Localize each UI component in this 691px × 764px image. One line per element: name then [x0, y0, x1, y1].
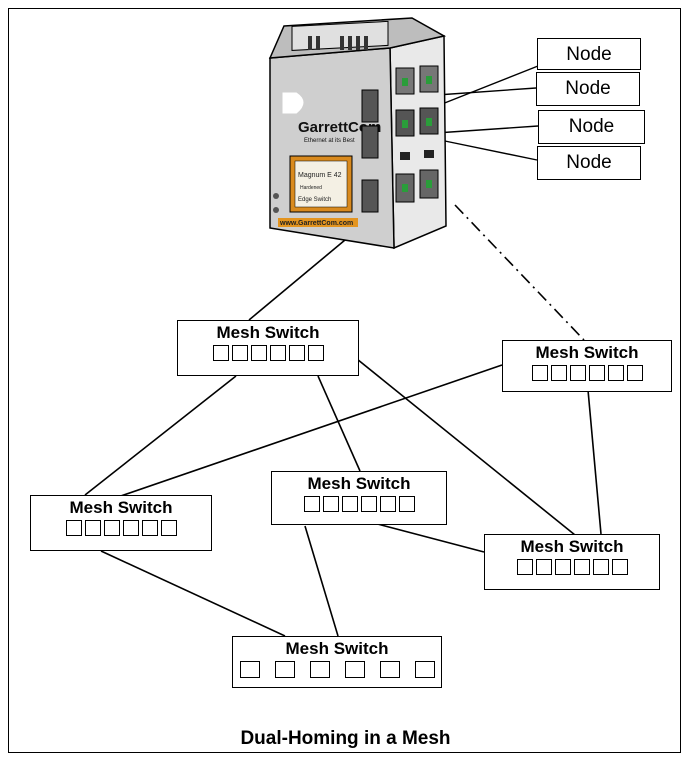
mesh-switch-label: Mesh Switch — [216, 323, 320, 342]
port — [535, 559, 552, 575]
link-m1-m5 — [351, 354, 576, 536]
port — [414, 661, 435, 678]
link-device-to-mesh-1 — [248, 239, 346, 321]
diagram-frame — [8, 8, 681, 753]
port — [65, 520, 82, 536]
port — [322, 496, 339, 512]
mesh-switch-label: Mesh Switch — [285, 639, 389, 658]
port — [344, 661, 365, 678]
link-m2-m5 — [587, 389, 602, 535]
port — [212, 345, 229, 361]
port — [160, 520, 177, 536]
port — [341, 496, 358, 512]
port — [516, 559, 533, 575]
port — [573, 559, 590, 575]
mesh-switch-5: Mesh Switch — [484, 534, 660, 590]
mesh-switch-label: Mesh Switch — [307, 474, 411, 493]
link-node-3 — [435, 125, 539, 134]
port — [607, 365, 624, 381]
mesh-switch-label: Mesh Switch — [520, 537, 624, 556]
port — [250, 345, 267, 361]
port — [303, 496, 320, 512]
link-node-1 — [431, 65, 539, 109]
port — [550, 365, 567, 381]
mesh-switch-1: Mesh Switch — [177, 320, 359, 376]
mesh-switch-2: Mesh Switch — [502, 340, 672, 392]
mesh-switch-ports — [503, 365, 671, 381]
link-m4-m6 — [304, 525, 339, 637]
port — [103, 520, 120, 536]
link-m2-m3 — [114, 364, 503, 499]
diagram-caption: Dual-Homing in a Mesh — [240, 728, 451, 749]
garrettcom-switch-device: GarrettCom Ethernet at its Best Magnum E… — [268, 17, 447, 250]
mesh-switch-ports — [272, 496, 446, 512]
port — [554, 559, 571, 575]
mesh-switch-4: Mesh Switch — [271, 471, 447, 525]
device-display-sub2: Edge Switch — [298, 197, 331, 203]
node-4: Node — [537, 146, 641, 180]
port — [122, 520, 139, 536]
port — [611, 559, 628, 575]
port — [307, 345, 324, 361]
device-display — [294, 160, 348, 208]
port — [379, 661, 400, 678]
mesh-switch-label: Mesh Switch — [69, 498, 173, 517]
port — [360, 496, 377, 512]
port — [592, 559, 609, 575]
device-tagline: Ethernet at its Best — [304, 138, 355, 144]
port — [274, 661, 295, 678]
node-1: Node — [537, 38, 641, 70]
mesh-switch-6: Mesh Switch — [232, 636, 442, 688]
link-m4-m5 — [369, 521, 485, 553]
device-url: www.GarrettCom.com — [279, 220, 353, 227]
mesh-switch-3: Mesh Switch — [30, 495, 212, 551]
link-m1-m4 — [317, 375, 361, 472]
port — [84, 520, 101, 536]
node-3: Node — [538, 110, 645, 144]
port — [239, 661, 260, 678]
device-display-text: Magnum E 42 — [298, 172, 342, 179]
device-logo-icon — [282, 92, 304, 114]
mesh-switch-ports — [178, 345, 358, 361]
port — [398, 496, 415, 512]
port — [588, 365, 605, 381]
link-node-2 — [436, 87, 537, 96]
device-display-sub: Hardened — [300, 185, 322, 191]
link-device-to-mesh-2-dashed — [454, 204, 585, 341]
link-m3-m6 — [100, 550, 286, 637]
link-node-4 — [439, 139, 538, 161]
mesh-switch-ports — [31, 520, 211, 536]
port — [269, 345, 286, 361]
port — [569, 365, 586, 381]
device-brand: GarrettCom — [298, 119, 381, 136]
mesh-switch-ports — [233, 661, 441, 678]
port — [626, 365, 643, 381]
node-2: Node — [536, 72, 640, 106]
port — [141, 520, 158, 536]
port — [288, 345, 305, 361]
port — [379, 496, 396, 512]
port — [531, 365, 548, 381]
mesh-switch-ports — [485, 559, 659, 575]
port — [309, 661, 330, 678]
mesh-switch-label: Mesh Switch — [535, 343, 639, 362]
link-m1-m3 — [84, 375, 237, 496]
port — [231, 345, 248, 361]
